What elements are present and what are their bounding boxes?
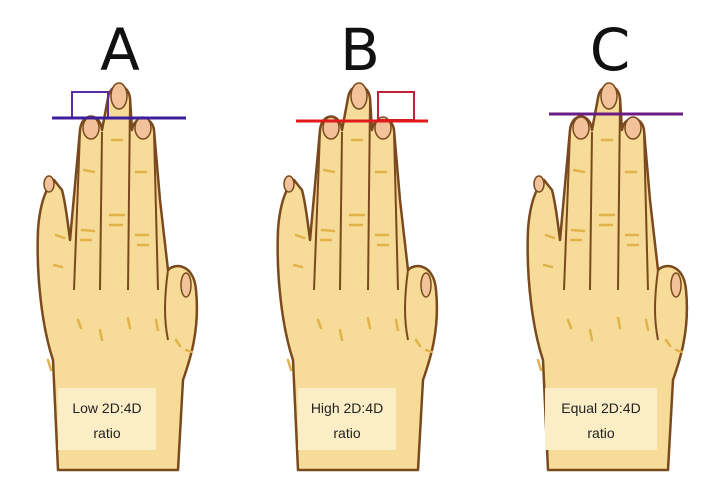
caption-line-2: ratio [333, 425, 360, 441]
panel-c: C Equal 2D:4D ratio [528, 16, 687, 470]
caption-line-1: Equal 2D:4D [561, 400, 640, 416]
caption-line-1: High 2D:4D [311, 400, 383, 416]
panel-letter: C [590, 16, 631, 84]
ring-finger-marker [378, 92, 414, 120]
panel-b: B High 2D:4D ratio [278, 16, 437, 470]
caption-line-1: Low 2D:4D [72, 400, 141, 416]
panel-a: A Low 2D:4D ratio [38, 16, 197, 470]
caption-line-2: ratio [93, 425, 120, 441]
index-finger-marker [72, 92, 108, 118]
panel-letter: B [340, 16, 380, 84]
panel-letter: A [100, 16, 140, 84]
caption-line-2: ratio [587, 425, 614, 441]
